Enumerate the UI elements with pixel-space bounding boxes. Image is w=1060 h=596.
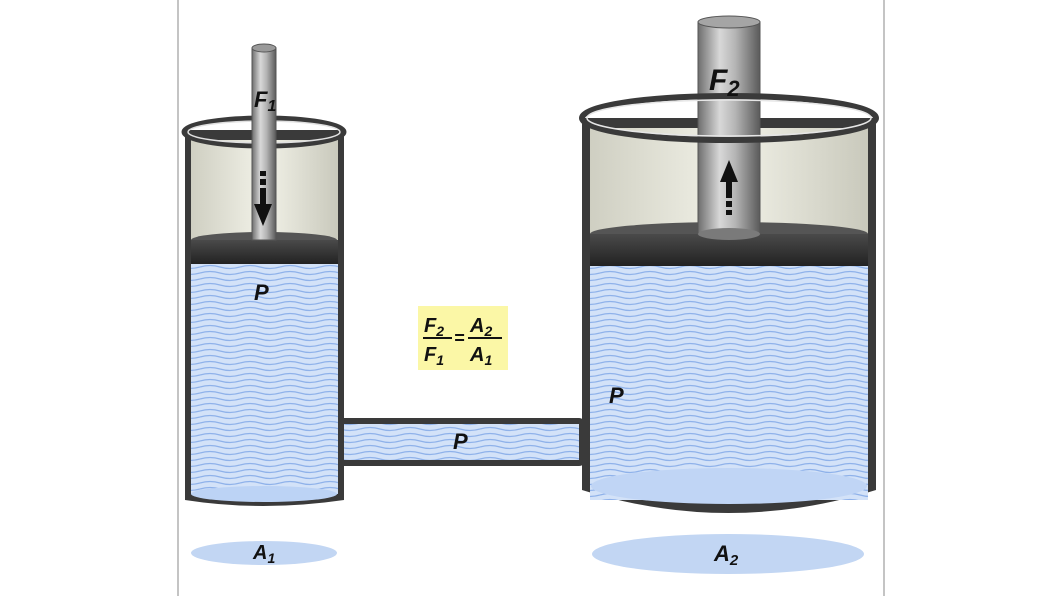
- pressure-label-pipe: P: [453, 429, 468, 454]
- label-f2: F2: [709, 64, 740, 101]
- pressure-label-small: P: [254, 280, 269, 305]
- label-a1: A1: [252, 542, 275, 566]
- down-arrow-icon: [254, 171, 272, 226]
- up-arrow-icon: [720, 160, 738, 215]
- formula-rhs-numerator: A2: [469, 315, 492, 339]
- large-piston-rod: [697, 15, 761, 240]
- area-2-ellipse: [592, 534, 864, 574]
- label-a2: A2: [713, 541, 739, 569]
- connecting-pipe: [335, 418, 585, 466]
- formula-rhs-denominator: A1: [469, 344, 492, 368]
- formula-lhs-denominator: F1: [424, 344, 444, 368]
- formula-lhs-numerator: F2: [424, 315, 444, 339]
- area-1-ellipse: [191, 541, 337, 565]
- pressure-label-large: P: [609, 383, 624, 408]
- large-cylinder-rim: [579, 93, 879, 143]
- formula-equals: =: [454, 328, 465, 348]
- label-f1: F1: [254, 87, 276, 115]
